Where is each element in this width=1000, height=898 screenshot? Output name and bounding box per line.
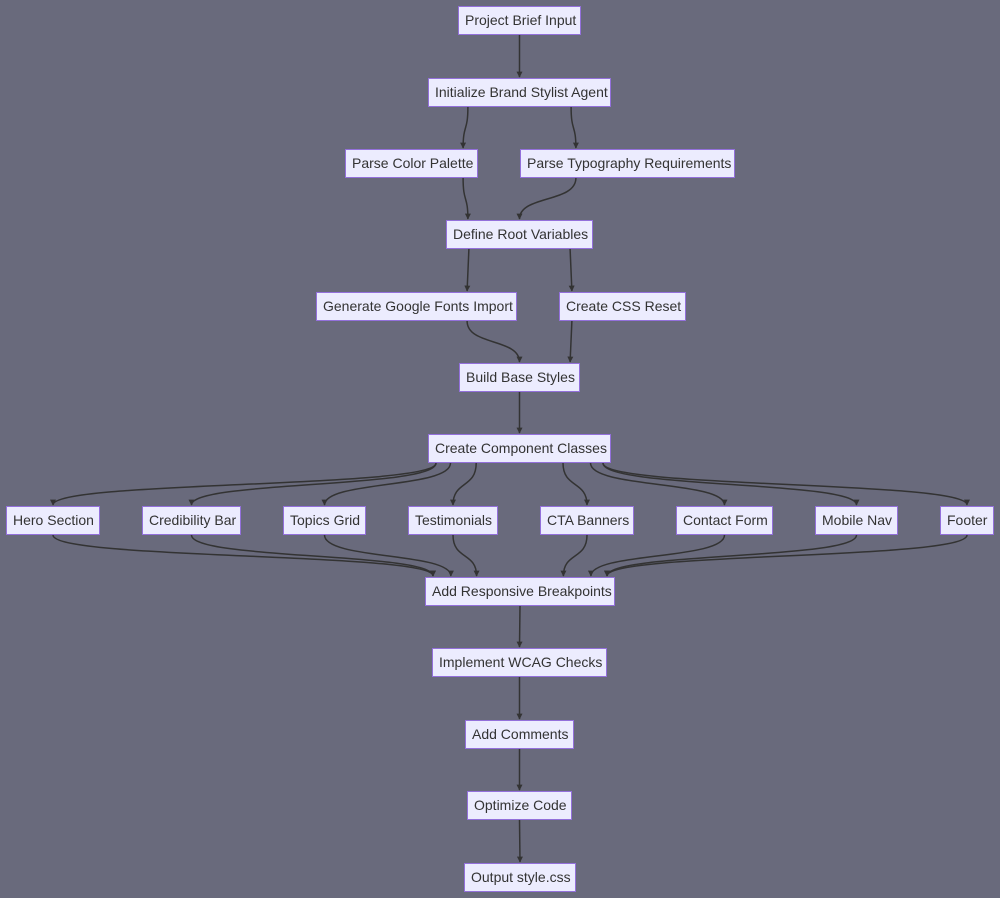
node-cta-banners: CTA Banners bbox=[540, 506, 634, 535]
node-create-component-classes: Create Component Classes bbox=[428, 434, 611, 463]
edge-create-component-classes-to-mobile-nav bbox=[602, 462, 860, 506]
node-parse-typography: Parse Typography Requirements bbox=[520, 149, 735, 178]
edge-create-component-classes-to-footer bbox=[602, 462, 970, 506]
node-project-brief-input: Project Brief Input bbox=[458, 6, 581, 35]
node-create-css-reset: Create CSS Reset bbox=[559, 292, 686, 321]
node-implement-wcag-checks: Implement WCAG Checks bbox=[432, 648, 607, 677]
node-credibility-bar: Credibility Bar bbox=[142, 506, 241, 535]
node-build-base-styles: Build Base Styles bbox=[459, 363, 580, 392]
edge-footer-to-add-responsive-breakpoints bbox=[604, 534, 968, 577]
edge-topics-grid-to-add-responsive-breakpoints bbox=[323, 534, 454, 577]
edge-init-brand-stylist-to-parse-typography bbox=[570, 106, 579, 149]
edge-hero-section-to-add-responsive-breakpoints bbox=[52, 534, 436, 577]
node-parse-color-palette: Parse Color Palette bbox=[345, 149, 478, 178]
edge-create-component-classes-to-cta-banners bbox=[562, 462, 590, 506]
edge-credibility-bar-to-add-responsive-breakpoints bbox=[190, 534, 436, 577]
node-add-responsive-breakpoints: Add Responsive Breakpoints bbox=[425, 577, 615, 606]
edge-create-css-reset-to-build-base-styles bbox=[567, 320, 574, 363]
edge-define-root-variables-to-generate-fonts-import bbox=[464, 248, 471, 292]
edge-parse-color-palette-to-define-root-variables bbox=[462, 177, 471, 220]
edge-cta-banners-to-add-responsive-breakpoints bbox=[560, 534, 588, 577]
node-define-root-variables: Define Root Variables bbox=[446, 220, 593, 249]
edge-mobile-nav-to-add-responsive-breakpoints bbox=[604, 534, 858, 577]
edge-create-component-classes-to-hero-section bbox=[50, 462, 437, 506]
node-generate-fonts-import: Generate Google Fonts Import bbox=[316, 292, 517, 321]
edge-create-component-classes-to-contact-form bbox=[589, 462, 728, 506]
node-footer: Footer bbox=[940, 506, 994, 535]
node-testimonials: Testimonials bbox=[408, 506, 498, 535]
node-hero-section: Hero Section bbox=[6, 506, 100, 535]
node-topics-grid: Topics Grid bbox=[283, 506, 366, 535]
node-contact-form: Contact Form bbox=[676, 506, 773, 535]
edge-init-brand-stylist-to-parse-color-palette bbox=[460, 106, 469, 149]
edge-optimize-code-to-output-style-css bbox=[516, 819, 523, 863]
edge-contact-form-to-add-responsive-breakpoints bbox=[587, 534, 726, 577]
edge-create-component-classes-to-topics-grid bbox=[321, 462, 452, 506]
node-add-comments: Add Comments bbox=[465, 720, 574, 749]
node-mobile-nav: Mobile Nav bbox=[815, 506, 898, 535]
edge-add-responsive-breakpoints-to-implement-wcag-checks bbox=[516, 605, 523, 648]
edge-create-component-classes-to-credibility-bar bbox=[188, 462, 437, 506]
edge-create-component-classes-to-testimonials bbox=[450, 462, 477, 506]
node-output-style-css: Output style.css bbox=[464, 863, 576, 892]
edge-testimonials-to-add-responsive-breakpoints bbox=[452, 534, 480, 577]
edge-generate-fonts-import-to-build-base-styles bbox=[466, 320, 523, 363]
edge-parse-typography-to-define-root-variables bbox=[516, 177, 577, 220]
edge-define-root-variables-to-create-css-reset bbox=[568, 248, 575, 292]
node-init-brand-stylist: Initialize Brand Stylist Agent bbox=[428, 78, 611, 107]
node-optimize-code: Optimize Code bbox=[467, 791, 572, 820]
